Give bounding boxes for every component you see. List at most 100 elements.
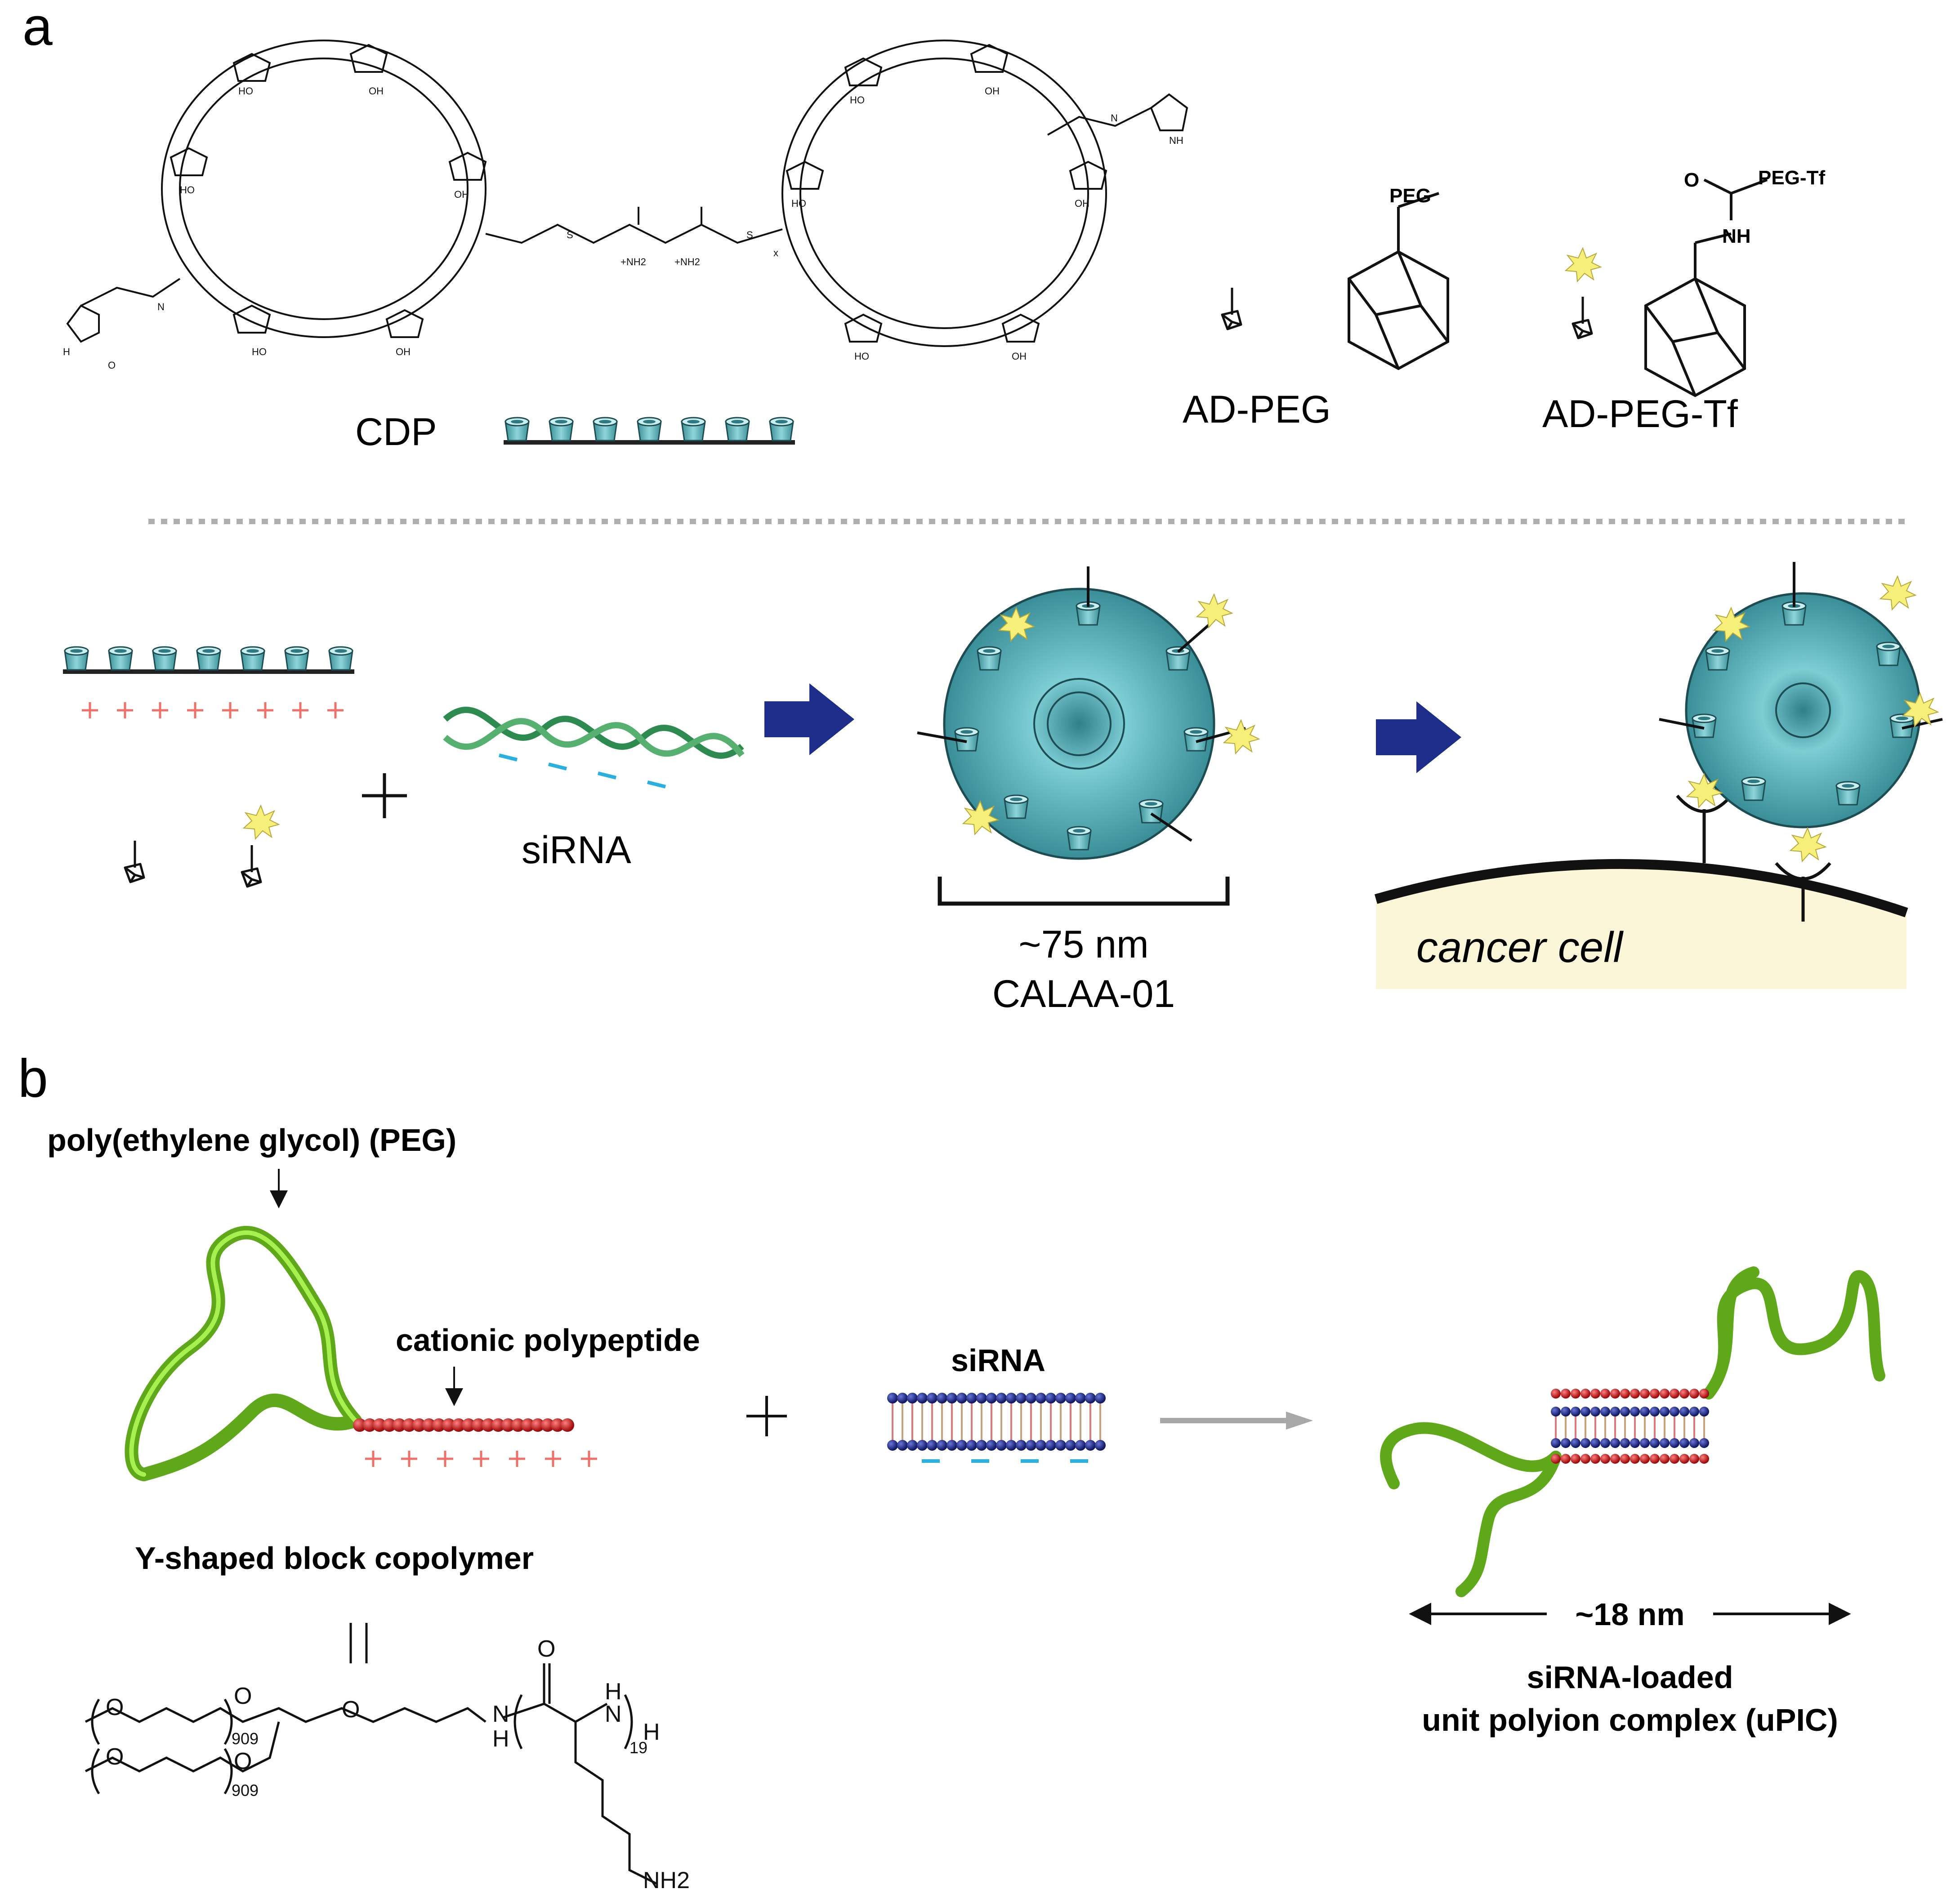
nucleotide-bead — [947, 1440, 957, 1451]
transferrin-star-icon — [1223, 720, 1259, 754]
core-bead — [1581, 1454, 1590, 1464]
core-bead — [1620, 1438, 1630, 1448]
ad-peg-tf-label: AD-PEG-Tf — [1542, 392, 1738, 436]
atom-h: H — [63, 346, 70, 357]
atom-h: H — [605, 1679, 622, 1705]
nucleotide-bead — [937, 1393, 947, 1403]
atom-nh: NH — [1169, 135, 1183, 146]
equals-sign — [349, 1623, 368, 1663]
nucleotide-bead — [927, 1393, 938, 1403]
atom-ho: HO — [854, 351, 869, 362]
core-bead — [1561, 1407, 1571, 1417]
repeat-19: 19 — [630, 1738, 647, 1757]
sirna-ladder — [887, 1393, 1106, 1451]
calaa-nanoparticle — [917, 566, 1259, 860]
core-bead — [1640, 1438, 1650, 1448]
core-bead — [1561, 1438, 1571, 1448]
nucleotide-bead — [1006, 1393, 1017, 1403]
nucleotide-bead — [897, 1440, 908, 1451]
panel-label-b: b — [18, 1048, 48, 1109]
amino-acid-bead — [462, 1418, 475, 1432]
atom-o: O — [537, 1636, 555, 1662]
core-bead — [1640, 1389, 1650, 1399]
nucleotide-bead — [907, 1393, 918, 1403]
core-bead — [1551, 1389, 1561, 1399]
formula-atoms: O O 909 909 O O O N H O H N 19 H NH2 — [106, 1636, 690, 1894]
atom-s: S — [567, 229, 573, 241]
amino-acid-bead — [353, 1418, 366, 1432]
atom-ho: HO — [238, 85, 253, 97]
core-bead — [1590, 1407, 1600, 1417]
core-bead — [1600, 1389, 1610, 1399]
core-bead — [1679, 1454, 1689, 1464]
nucleotide-bead — [1045, 1440, 1056, 1451]
core-bead — [1660, 1407, 1670, 1417]
nucleotide-bead — [976, 1393, 987, 1403]
transferrin-star-icon — [1197, 594, 1232, 628]
atom-oh: OH — [454, 189, 469, 200]
core-bead — [1660, 1438, 1670, 1448]
core-bead — [1590, 1454, 1600, 1464]
amide-nh-label: NH — [1722, 225, 1751, 247]
core-bead — [1670, 1438, 1679, 1448]
adamantane-icon — [1573, 297, 1592, 338]
amino-acid-bead — [491, 1418, 505, 1432]
copolymer-label: Y-shaped block copolymer — [135, 1541, 534, 1576]
core-bead — [1571, 1389, 1581, 1399]
amino-acid-bead — [541, 1418, 554, 1432]
cancer-cell-label: cancer cell — [1416, 923, 1624, 971]
cdp-chain-icon — [504, 417, 795, 445]
core-bead — [1630, 1438, 1640, 1448]
core-bead — [1610, 1438, 1620, 1448]
upic-peg-chains — [1380, 1266, 1885, 1597]
core-bead — [1630, 1389, 1640, 1399]
atom-oh: OH — [1075, 198, 1089, 209]
atom-h: H — [643, 1719, 660, 1745]
core-bead — [1610, 1407, 1620, 1417]
nucleotide-bead — [1065, 1393, 1076, 1403]
arrow-target — [1376, 701, 1461, 773]
amino-acid-bead — [442, 1418, 455, 1432]
core-bead — [1600, 1454, 1610, 1464]
nucleotide-bead — [966, 1393, 977, 1403]
nucleotide-bead — [907, 1440, 918, 1451]
cyclodextrin-cup — [152, 646, 177, 671]
core-bead — [1670, 1389, 1679, 1399]
atom-x: x — [773, 247, 778, 258]
copolymer-formula — [85, 1663, 657, 1885]
cdp-structure — [66, 40, 1188, 347]
peg-chains-highlight — [129, 1230, 357, 1477]
core-bead — [1650, 1454, 1660, 1464]
core-bead — [1699, 1454, 1709, 1464]
nucleotide-bead — [1095, 1393, 1106, 1403]
core-bead — [1699, 1438, 1709, 1448]
core-bead — [1640, 1407, 1650, 1417]
nucleotide-bead — [956, 1440, 967, 1451]
atom-s: S — [746, 229, 753, 241]
cyclodextrin-cup — [328, 646, 353, 671]
peg-label: poly(ethylene glycol) (PEG) — [47, 1123, 456, 1158]
repeat-909: 909 — [232, 1729, 259, 1748]
sirna-label-b: siRNA — [951, 1343, 1045, 1378]
atom-h: H — [492, 1726, 509, 1752]
nucleotide-bead — [917, 1440, 928, 1451]
core-bead — [1571, 1454, 1581, 1464]
amino-acid-bead — [482, 1418, 495, 1432]
cdp-atom-labels: HO OH HO OH HO OH S +NH2 +NH2 S x HO OH … — [63, 85, 1183, 371]
core-bead — [1689, 1438, 1699, 1448]
nucleotide-bead — [1045, 1393, 1056, 1403]
bound-nanoparticle — [1659, 562, 1943, 862]
core-bead — [1689, 1454, 1699, 1464]
cyclodextrin-cup — [505, 417, 530, 441]
cyclodextrin-cup — [977, 646, 1002, 671]
atom-o: O — [234, 1683, 252, 1709]
cyclodextrin-cup — [1741, 776, 1766, 801]
nucleotide-bead — [927, 1440, 938, 1451]
calaa-size-label: ~75 nm — [1018, 923, 1148, 966]
cyclodextrin-cup — [1067, 826, 1092, 851]
cyclodextrin-cup — [593, 417, 618, 441]
nucleotide-bead — [966, 1440, 977, 1451]
core-bead — [1699, 1407, 1709, 1417]
core-bead — [1650, 1407, 1660, 1417]
